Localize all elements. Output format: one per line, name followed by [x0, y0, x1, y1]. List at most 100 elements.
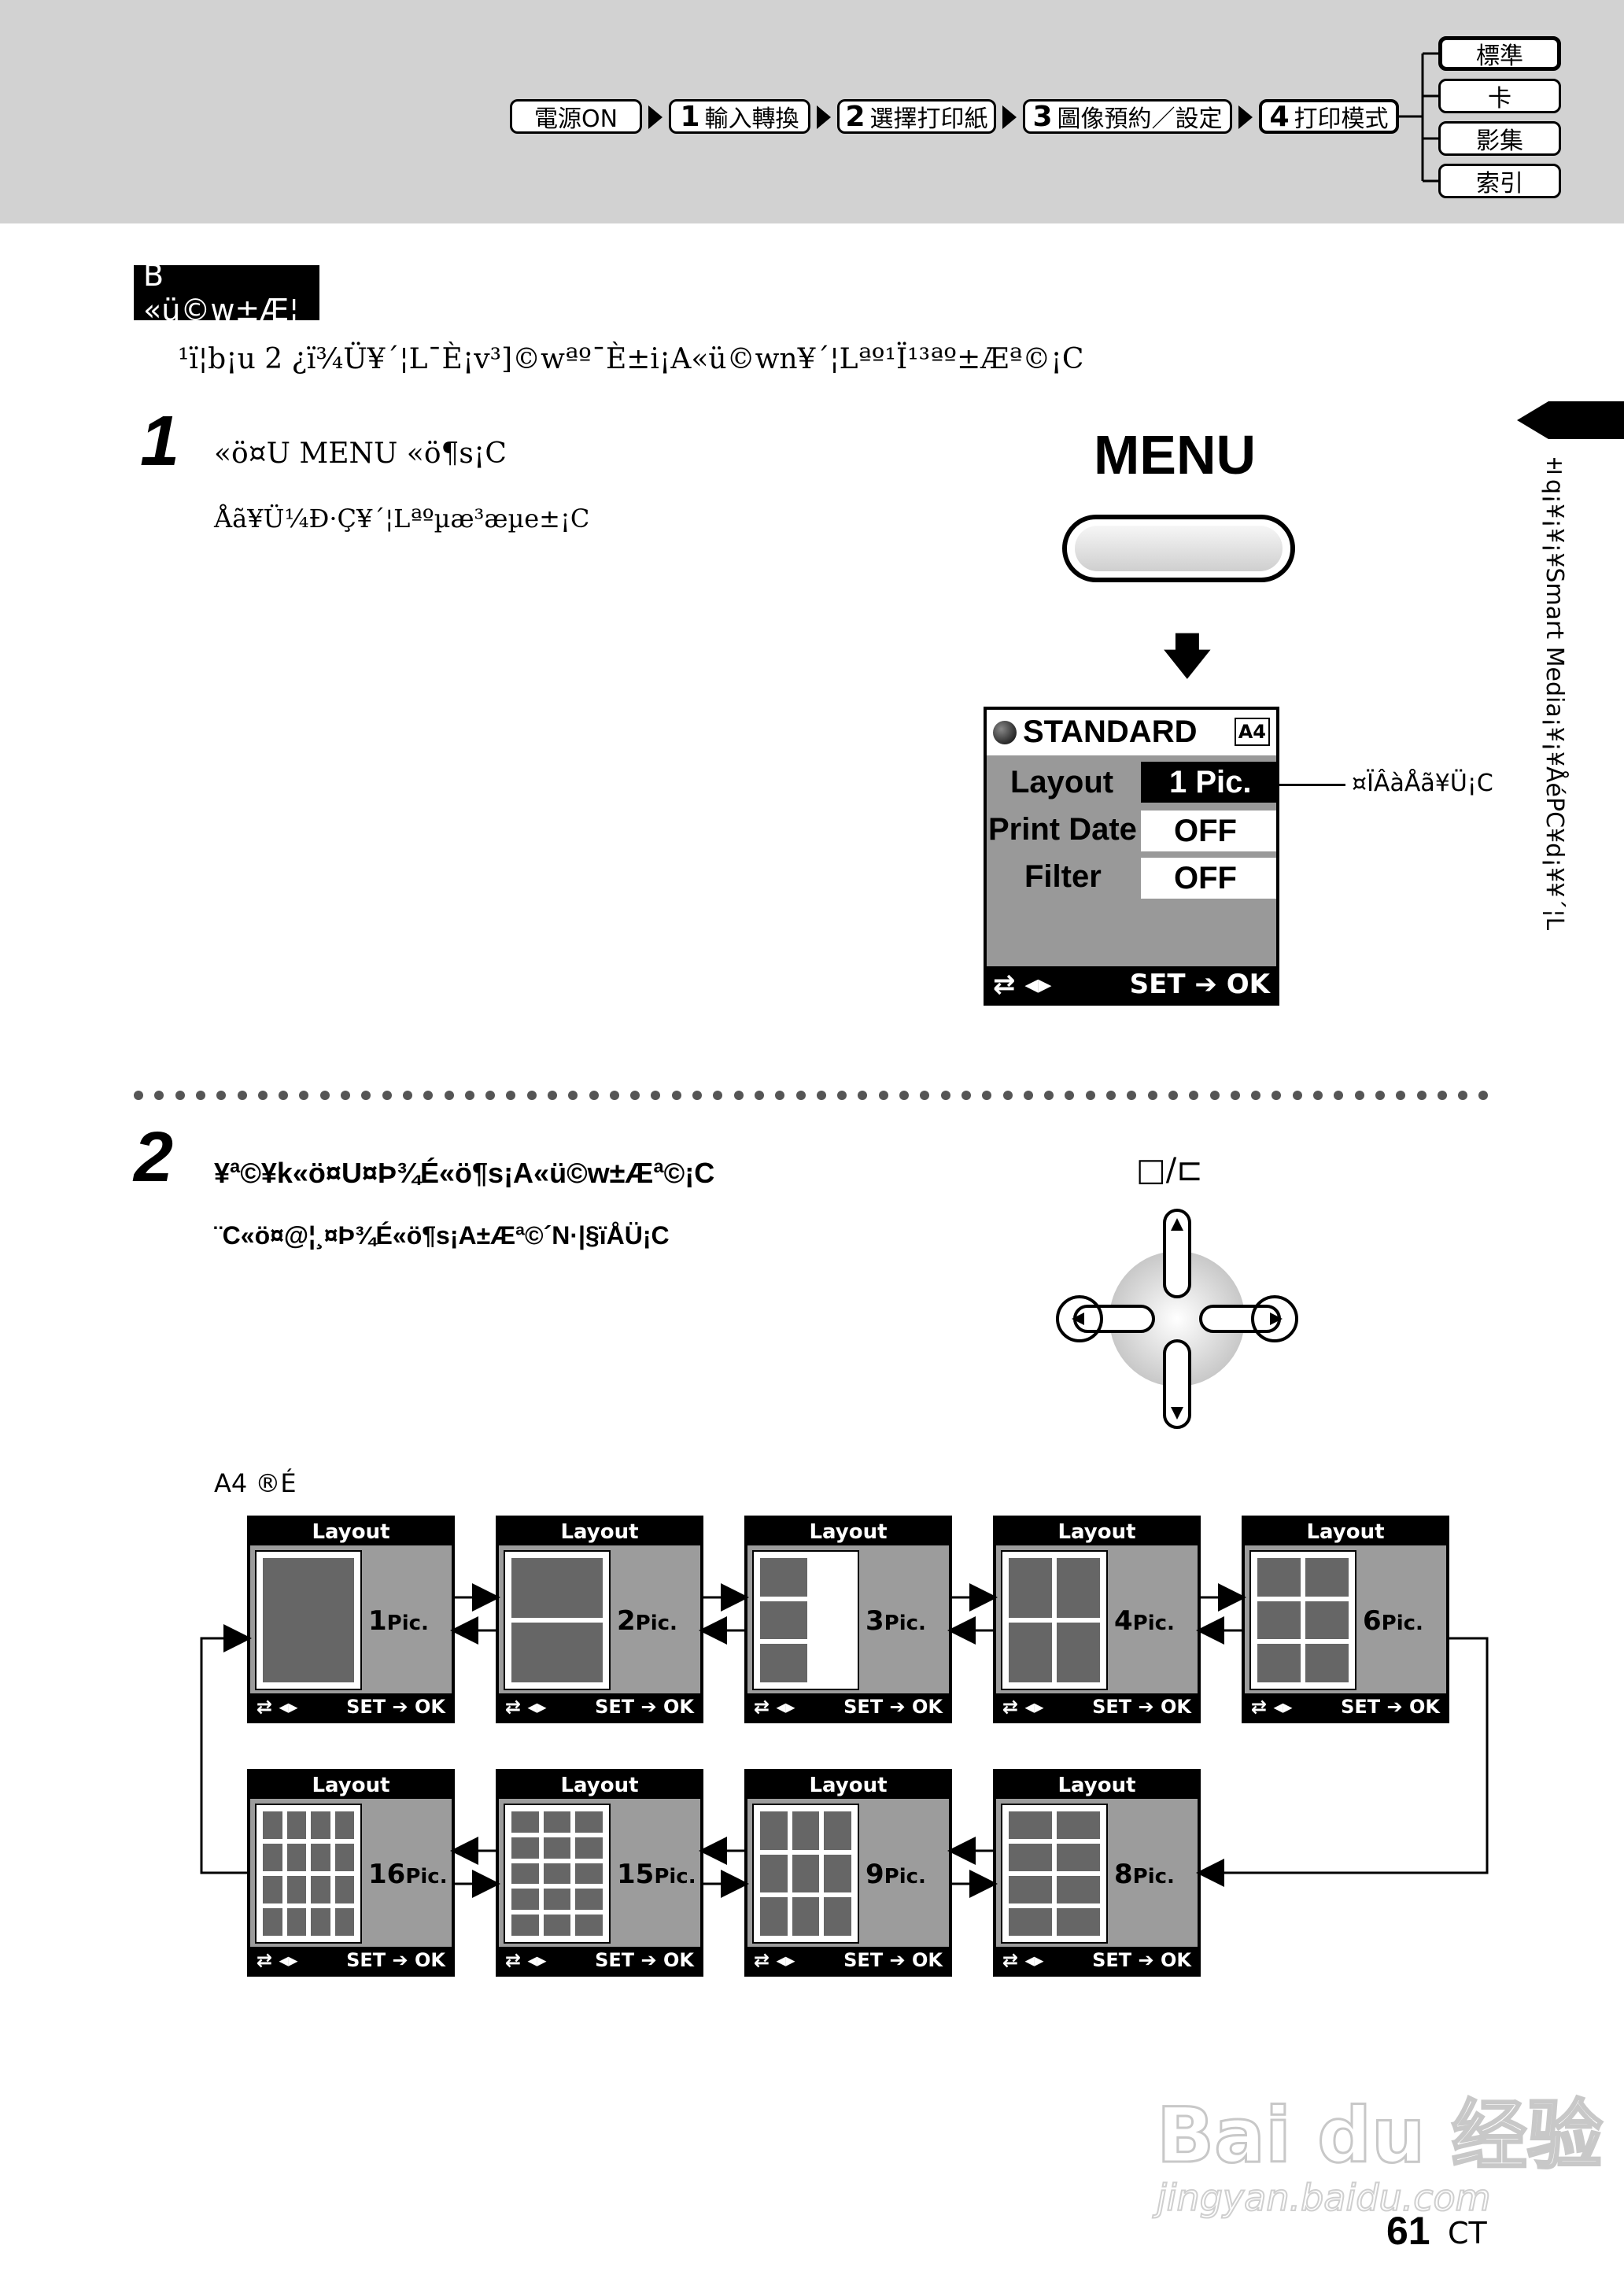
separator-dot [382, 1091, 392, 1100]
pics-count: 3Pic. [866, 1605, 926, 1637]
mode-standard[interactable]: 標準 [1438, 36, 1561, 71]
photo-slot [334, 1844, 354, 1871]
step-2-description: ¨C«ö¤@¦¸¤Þ¾É«ö¶s¡A±Æª©´N·|§ïÅÜ¡C [214, 1221, 670, 1250]
step-1-number: 1 [140, 402, 180, 481]
pics-count: 16Pic. [368, 1859, 448, 1890]
pics-unit: Pic. [386, 1612, 429, 1635]
separator-dot [196, 1091, 205, 1100]
breadcrumb-label: 打印模式 [1294, 105, 1389, 133]
set-ok-hint: SET ➔ OK [1092, 1696, 1191, 1718]
step-1-description: Åã¥Ü¼Ð·Ç¥´¦Lªºµæ³æµe­±¡C [214, 504, 590, 534]
screen-title: Layout [250, 1772, 452, 1799]
mode-album[interactable]: 影集 [1438, 121, 1561, 156]
screen-footer: ⇄ ◂▸SET ➔ OK [996, 1693, 1198, 1720]
menu-row-value[interactable]: OFF [1141, 810, 1276, 851]
separator-dot [692, 1091, 702, 1100]
screen-title: Layout [747, 1519, 949, 1545]
photo-slot [824, 1897, 851, 1936]
separator-dot [651, 1091, 660, 1100]
separator-dot [279, 1091, 288, 1100]
separator-dot [1065, 1091, 1074, 1100]
photo-slot [511, 1558, 603, 1618]
paper-preview [1249, 1550, 1356, 1690]
photo-slot [311, 1908, 330, 1936]
separator-dot [1355, 1091, 1364, 1100]
separator-dot [1127, 1091, 1136, 1100]
screen-footer: ⇄ ◂▸ SET ➔ OK [996, 1947, 1198, 1974]
pics-unit: Pic. [405, 1865, 448, 1889]
direction-pad[interactable] [1051, 1206, 1303, 1434]
breadcrumb-power-on[interactable]: 電源ON [510, 99, 642, 134]
photo-slot [263, 1876, 282, 1903]
mode-card[interactable]: 卡 [1438, 79, 1561, 113]
separator-dot [1438, 1091, 1447, 1100]
photo-slot [760, 1854, 788, 1893]
screen-title: Layout [250, 1519, 452, 1545]
arrow-loop-left-up [200, 1624, 252, 1874]
navigate-hint: ⇄ ◂▸ [1251, 1696, 1293, 1718]
separator-dot [1293, 1091, 1302, 1100]
step-number: 3 [1032, 100, 1053, 133]
separator-dot [258, 1091, 268, 1100]
separator-dot [1086, 1091, 1095, 1100]
set-ok-hint: SET ➔ OK [595, 1696, 694, 1718]
photo-slot [1057, 1623, 1100, 1682]
navigate-hint: ⇄ ◂▸ [257, 1949, 298, 1971]
pics-unit: Pic. [1132, 1865, 1175, 1889]
separator-dot [423, 1091, 433, 1100]
a4-label: A4 ®É [214, 1468, 297, 1498]
watermark-url: jingyan.baidu.com [1156, 2176, 1491, 2220]
photo-slot [1009, 1811, 1052, 1839]
step-2-number: 2 [134, 1118, 174, 1197]
step-number: 1 [680, 100, 700, 133]
pics-unit: Pic. [884, 1865, 926, 1889]
pics-number: 8 [1114, 1859, 1133, 1890]
separator-dot [982, 1091, 991, 1100]
separator-dot [1478, 1091, 1488, 1100]
photo-slot [1257, 1601, 1301, 1640]
menu-button[interactable] [1062, 515, 1295, 582]
photo-slot [824, 1811, 851, 1850]
menu-row-value[interactable]: OFF [1141, 858, 1276, 899]
separator-dot [1417, 1091, 1427, 1100]
separator-dot [445, 1091, 454, 1100]
photo-slot [1057, 1811, 1100, 1839]
navigate-hint: ⇄ ◂▸ [1002, 1949, 1044, 1971]
mode-index[interactable]: 索引 [1438, 164, 1561, 198]
photo-slot [1009, 1876, 1052, 1903]
breadcrumb-label: 圖像預約／設定 [1057, 105, 1223, 133]
paper-preview [255, 1550, 362, 1690]
separator-dot [506, 1091, 515, 1100]
screen-title: Layout [996, 1519, 1198, 1545]
photo-slot [1257, 1558, 1301, 1597]
navigate-hint: ⇄ ◂▸ [505, 1949, 547, 1971]
photo-slot [1009, 1623, 1052, 1682]
set-ok-hint: SET ➔ OK [595, 1949, 694, 1971]
separator-dot [837, 1091, 847, 1100]
separator-dot [920, 1091, 929, 1100]
photo-slot [511, 1863, 539, 1885]
separator-dot [1313, 1091, 1323, 1100]
screen-footer: ⇄ ◂▸SET ➔ OK [250, 1947, 452, 1974]
separator-dot [1251, 1091, 1260, 1100]
mode-label: 索引 [1476, 170, 1523, 198]
menu-row-value-selected[interactable]: 1 Pic. [1141, 762, 1276, 803]
mode-label: 標準 [1476, 42, 1523, 70]
breadcrumb-label: 輸入轉換 [704, 105, 799, 133]
screen-title: Layout [1245, 1519, 1446, 1545]
separator-dot [1189, 1091, 1198, 1100]
navigate-hint: ⇄ ◂▸ [257, 1696, 298, 1718]
paper-size-badge: A4 [1234, 718, 1270, 746]
photo-slot [760, 1897, 788, 1936]
set-ok-hint: SET ➔ OK [1092, 1949, 1191, 1971]
separator-dot [1396, 1091, 1405, 1100]
paper-preview [752, 1550, 859, 1690]
separator-dot [1024, 1091, 1033, 1100]
